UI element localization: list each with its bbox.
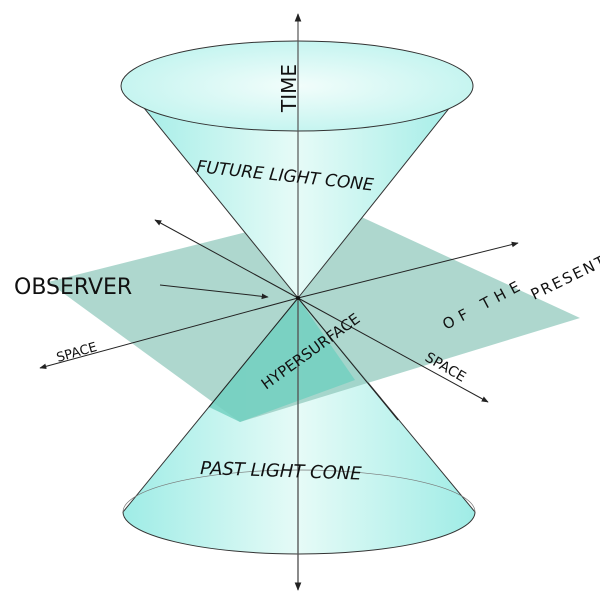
past-cone-rim-back bbox=[122, 469, 476, 513]
space-left-label: SPACE bbox=[55, 340, 99, 366]
space-axis-back bbox=[154, 219, 299, 299]
cone-edge-left-lower bbox=[208, 297, 299, 408]
present-label: PRESENT bbox=[528, 251, 600, 303]
time-label: TIME bbox=[277, 64, 301, 113]
space-axis-left[interactable] bbox=[39, 297, 299, 370]
hypersurface-plane bbox=[48, 208, 580, 422]
space-axis-right[interactable] bbox=[297, 297, 489, 403]
past-cone-body bbox=[122, 297, 476, 555]
hypersurface-in-cone bbox=[209, 298, 355, 422]
future-cone-rim bbox=[120, 40, 474, 132]
space-axis-right-up bbox=[297, 241, 519, 299]
observer-label: OBSERVER bbox=[14, 275, 132, 300]
cone-edge-right-lower bbox=[297, 297, 399, 421]
observer-pointer bbox=[159, 284, 269, 300]
observer-point[interactable] bbox=[296, 296, 300, 300]
